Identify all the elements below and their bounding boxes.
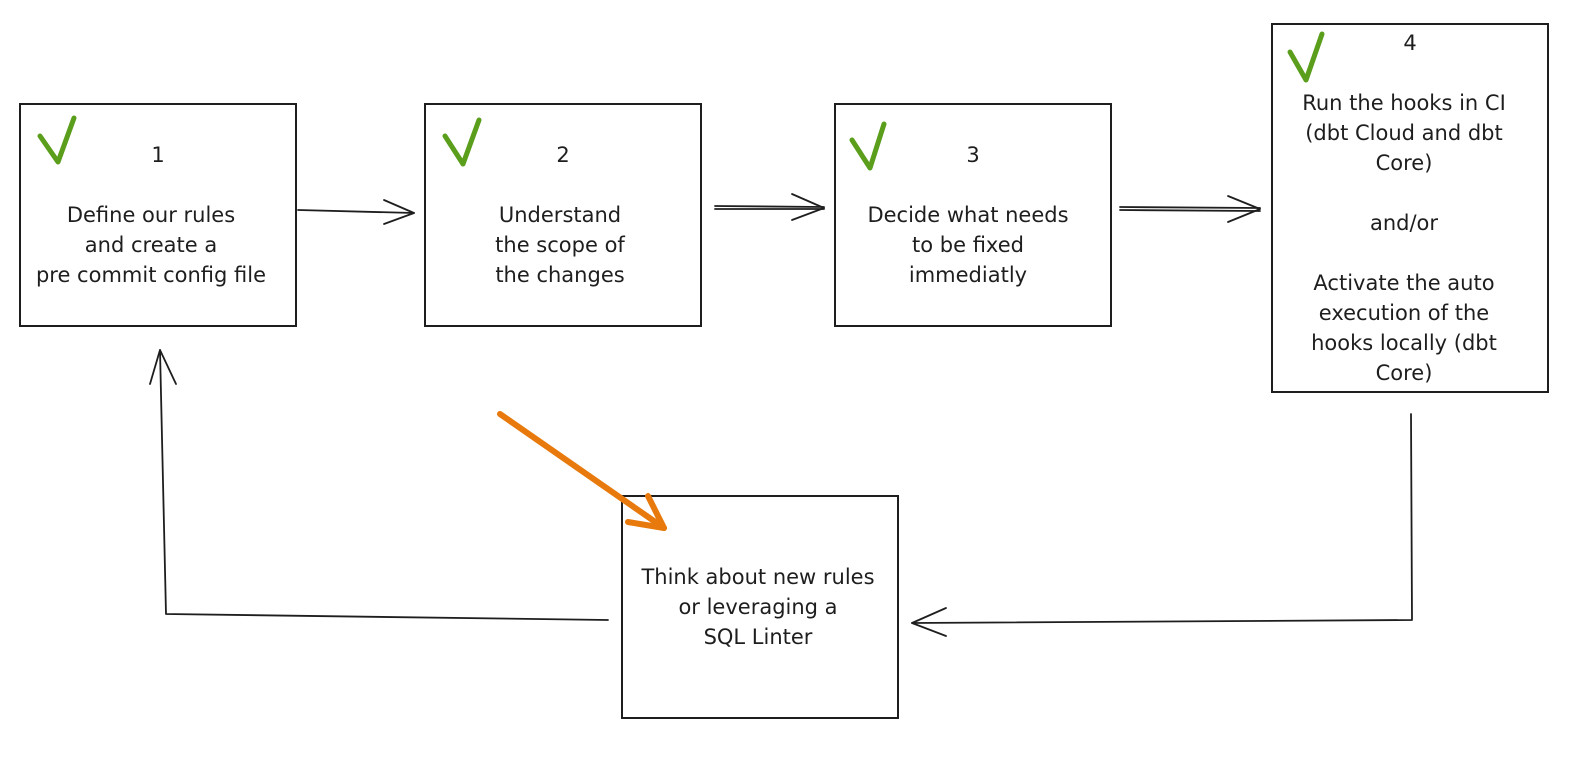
step-1-label: Define our rules and create a pre commit c… xyxy=(36,203,266,287)
text-line: pre commit config file xyxy=(36,263,266,287)
text-line: Decide what needs xyxy=(867,203,1068,227)
step-1-check-icon xyxy=(37,115,77,165)
step-3-number: 3 xyxy=(966,143,979,167)
text-line: or leveraging a xyxy=(678,595,837,619)
text-line: to be fixed xyxy=(912,233,1024,257)
connector-4-to-feedback xyxy=(911,413,1413,637)
highlight-arrow-icon xyxy=(497,411,667,531)
text-line: Activate the auto xyxy=(1313,271,1494,295)
text-line: Understand xyxy=(499,203,621,227)
text-line: and create a xyxy=(85,233,217,257)
step-3-label: Decide what needs to be fixed immediatly xyxy=(867,203,1068,287)
step-2-check-icon xyxy=(442,117,482,167)
step-4-number: 4 xyxy=(1403,31,1416,55)
step-1-number: 1 xyxy=(151,143,164,167)
step-3-box: 3 Decide what needs to be fixed immediatly xyxy=(834,103,1112,327)
text-line: SQL Linter xyxy=(704,625,813,649)
text-line: Core) xyxy=(1376,361,1433,385)
text-line: (dbt Cloud and dbt xyxy=(1305,121,1503,145)
text-line: Core) xyxy=(1376,151,1433,175)
text-line xyxy=(1401,241,1408,265)
text-line: Define our rules xyxy=(67,203,235,227)
step-3-check-icon xyxy=(849,121,887,171)
text-line: the changes xyxy=(495,263,624,287)
step-4-check-icon xyxy=(1287,31,1325,83)
text-line: Run the hooks in CI xyxy=(1302,91,1506,115)
step-2-number: 2 xyxy=(556,143,569,167)
text-line: and/or xyxy=(1370,211,1438,235)
text-line: hooks locally (dbt xyxy=(1311,331,1497,355)
text-line: immediatly xyxy=(909,263,1027,287)
text-line: execution of the xyxy=(1319,301,1489,325)
step-1-box: 1 Define our rules and create a pre commit… xyxy=(19,103,297,327)
step-2-label: Understand the scope of the changes xyxy=(495,203,625,287)
connector-2-to-3 xyxy=(714,193,825,221)
connector-feedback-to-1 xyxy=(149,349,609,621)
text-line: Think about new rules xyxy=(640,565,874,589)
feedback-label: Think about new rules or leveraging a SQL … xyxy=(640,565,874,649)
step-2-box: 2 Understand the scope of the changes xyxy=(424,103,702,327)
connector-3-to-4 xyxy=(1119,195,1261,223)
connector-1-to-2 xyxy=(297,199,415,225)
text-line xyxy=(1401,181,1408,205)
text-line: the scope of xyxy=(495,233,625,257)
feedback-box: Think about new rules or leveraging a SQL … xyxy=(621,495,899,719)
